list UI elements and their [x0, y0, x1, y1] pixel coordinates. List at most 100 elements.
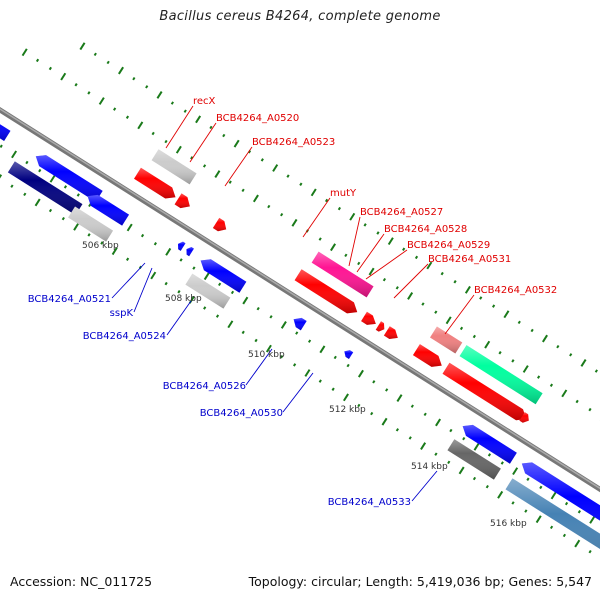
tick-mark — [126, 223, 133, 232]
map-title: Bacillus cereus B4264, complete genome — [159, 9, 441, 24]
feature-shading — [294, 269, 358, 314]
label-leaders — [111, 105, 475, 502]
accession-text: Accession: NC_011725 — [10, 574, 153, 589]
genome-summary-text: Topology: circular; Length: 5,419,036 bp… — [248, 574, 592, 589]
tick-mark — [203, 306, 207, 310]
ruler-label: 506 kbp — [82, 241, 119, 251]
tick-mark — [346, 363, 350, 368]
gene-reverse — [68, 206, 114, 242]
tick-mark — [60, 72, 67, 81]
feature-shading — [383, 326, 398, 340]
feature-labels: recXBCB4264_A0520BCB4264_A0523mutYBCB426… — [28, 96, 558, 508]
feature-shading — [361, 311, 376, 325]
leader-line — [165, 105, 194, 149]
feature-shading — [293, 317, 307, 331]
tick-mark — [484, 340, 491, 349]
tick-mark — [564, 501, 569, 506]
tick-mark — [156, 91, 163, 99]
gene-bcb4264-a0532 — [442, 362, 527, 421]
tick-mark — [588, 549, 592, 554]
backbone-highlight — [0, 108, 600, 490]
tick-mark — [87, 233, 91, 237]
tick-mark — [280, 321, 287, 329]
tick-mark — [485, 484, 489, 489]
tick-mark — [79, 42, 86, 51]
leader-line — [302, 197, 331, 238]
tick-mark — [74, 83, 78, 87]
tick-mark — [269, 315, 273, 319]
feature-label-bcb4264-a0530: BCB4264_A0530 — [200, 408, 283, 419]
feature-shading — [185, 273, 231, 309]
tick-mark — [23, 192, 27, 197]
leader-line — [356, 233, 385, 273]
gene-recX — [134, 167, 176, 199]
tick-mark — [267, 204, 271, 209]
tick-mark — [396, 394, 403, 402]
leader-line — [224, 146, 253, 187]
tick-mark — [140, 233, 145, 238]
tick-mark — [295, 331, 299, 335]
tick-mark — [453, 280, 457, 284]
tick-mark — [35, 58, 40, 63]
gene-reverse — [7, 161, 83, 216]
tick-mark — [111, 247, 118, 256]
tick-mark — [202, 164, 207, 168]
tick-mark — [145, 85, 149, 89]
tick-mark — [385, 388, 389, 392]
tick-mark — [363, 223, 367, 227]
feature-shading — [459, 345, 543, 405]
tick-mark — [113, 107, 117, 111]
feature-shading — [7, 161, 83, 216]
tick-mark — [556, 344, 560, 349]
feature-shading — [0, 124, 11, 141]
tick-mark — [48, 66, 52, 71]
tick-mark — [449, 428, 453, 433]
gene-forward — [151, 149, 197, 185]
ruler-label: 512 kbp — [329, 405, 366, 415]
feature-label-bcb4264-a0524: BCB4264_A0524 — [83, 331, 166, 342]
tick-mark — [318, 237, 322, 241]
tick-mark — [106, 60, 110, 65]
feature-shading — [151, 149, 197, 185]
tick-mark — [408, 436, 412, 440]
tick-mark — [370, 411, 374, 416]
tick-mark — [291, 218, 298, 227]
feature-shading — [412, 344, 442, 367]
tick-mark — [535, 515, 542, 524]
tick-mark — [395, 428, 399, 432]
tick-mark — [310, 188, 317, 197]
tick-mark — [376, 231, 380, 235]
tick-mark — [381, 417, 388, 426]
leader-line — [348, 216, 361, 267]
tick-mark — [526, 477, 530, 481]
tick-mark — [434, 310, 438, 314]
tick-mark — [330, 243, 337, 252]
leader-line — [393, 263, 429, 299]
tick-mark — [344, 253, 348, 258]
tick-mark — [150, 271, 157, 280]
tick-mark — [402, 247, 406, 251]
tick-mark — [233, 139, 240, 148]
leader-line — [282, 372, 314, 413]
feature-shading — [35, 155, 103, 202]
tick-mark — [25, 160, 29, 165]
gene-reverse — [462, 424, 517, 464]
tick-mark — [445, 316, 452, 325]
tick-mark — [170, 101, 174, 105]
tick-mark — [562, 533, 567, 538]
feature-shading — [68, 206, 114, 242]
tick-mark — [500, 461, 504, 465]
tick-mark — [447, 460, 451, 465]
tick-mark — [530, 328, 534, 333]
tick-mark — [549, 525, 554, 530]
tick-mark — [357, 261, 361, 266]
tick-mark — [214, 170, 221, 178]
tick-mark — [472, 476, 477, 481]
tick-mark — [459, 326, 464, 331]
feature-shading — [447, 439, 501, 480]
tick-mark — [100, 241, 104, 245]
tick-mark — [580, 359, 587, 367]
feature-shading — [521, 462, 600, 521]
tick-mark — [577, 510, 581, 514]
